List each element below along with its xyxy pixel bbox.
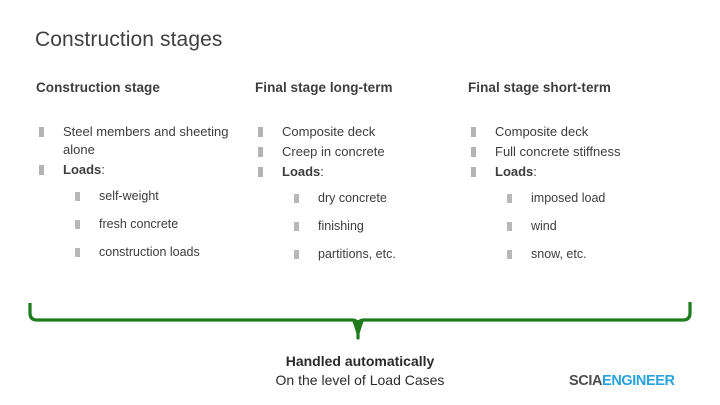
sub-list-item-label: construction loads — [99, 245, 200, 259]
sub-list-item: snow, etc. — [502, 246, 698, 263]
list-item: Full concrete stiffness — [468, 143, 698, 161]
caption-line-1: Handled automatically — [285, 353, 435, 369]
bullet-square-icon — [294, 194, 299, 203]
logo-text-scia: SCIA — [569, 373, 603, 389]
sub-list-item-label: partitions, etc. — [318, 247, 396, 261]
bullet-square-icon — [507, 194, 512, 203]
sub-list-item: construction loads — [70, 244, 246, 261]
sub-list-item: dry concrete — [289, 190, 460, 207]
list-item: Composite deck — [255, 123, 460, 141]
list-item-label: Creep in concrete — [282, 144, 385, 159]
bullet-square-icon — [39, 127, 44, 137]
list-item: Composite deck — [468, 123, 698, 141]
sub-list-item-label: imposed load — [531, 191, 606, 205]
scia-engineer-logo: SCIAENGINEER — [569, 373, 675, 389]
caption-line-2: On the level of Load Cases — [275, 372, 445, 388]
bullet-square-icon — [75, 248, 80, 257]
bullet-square-icon — [507, 222, 512, 231]
loads-text: Loads — [282, 164, 321, 179]
sub-list-item-label: wind — [531, 219, 557, 233]
column-header: Final stage long-term — [255, 80, 393, 95]
loads-colon: : — [320, 164, 324, 179]
loads-text: Loads — [63, 162, 102, 177]
bullet-square-icon — [294, 222, 299, 231]
list-item-label: Composite deck — [495, 124, 589, 139]
bullet-square-icon — [471, 147, 476, 157]
column-final-stage-long-term: Final stage long-term Composite deck Cre… — [255, 80, 460, 274]
bullet-square-icon — [258, 147, 263, 157]
loads-colon: : — [533, 164, 537, 179]
column-final-stage-short-term: Final stage short-term Composite deck Fu… — [468, 80, 698, 274]
bullet-square-icon — [294, 250, 299, 259]
sub-list-item: wind — [502, 218, 698, 235]
column-construction-stage: Construction stage Steel members and she… — [36, 80, 246, 272]
page-title: Construction stages — [35, 28, 223, 51]
sub-bullet-list: self-weight fresh concrete construction … — [70, 188, 246, 261]
bullet-list: Steel members and sheeting alone Loads: … — [36, 123, 246, 261]
loads-colon: : — [101, 162, 105, 177]
bullet-list: Composite deck Full concrete stiffness L… — [468, 123, 698, 263]
bullet-square-icon — [471, 127, 476, 137]
caption-block: Handled automatically On the level of Lo… — [0, 352, 720, 390]
loads-text: Loads — [495, 164, 534, 179]
sub-list-item: fresh concrete — [70, 216, 246, 233]
list-item-loads: Loads: dry concrete finishing — [255, 163, 460, 263]
sub-list-item-label: finishing — [318, 219, 364, 233]
bullet-square-icon — [258, 167, 263, 177]
list-item-label: Full concrete stiffness — [495, 144, 621, 159]
bullet-square-icon — [507, 250, 512, 259]
list-item-label: Composite deck — [282, 124, 376, 139]
bullet-square-icon — [471, 167, 476, 177]
sub-list-item: finishing — [289, 218, 460, 235]
bullet-square-icon — [39, 165, 44, 175]
sub-list-item-label: fresh concrete — [99, 217, 179, 231]
sub-list-item: partitions, etc. — [289, 246, 460, 263]
list-item-loads: Loads: self-weight fresh concrete — [36, 161, 246, 261]
sub-list-item-label: dry concrete — [318, 191, 387, 205]
list-item-label: Steel members and sheeting alone — [63, 124, 229, 157]
sub-bullet-list: dry concrete finishing partitions, etc. — [289, 190, 460, 263]
column-header: Final stage short-term — [468, 80, 611, 95]
list-item-loads: Loads: imposed load wind sno — [468, 163, 698, 263]
bullet-square-icon — [75, 192, 80, 201]
sublist-wrapper: imposed load wind snow, etc. — [502, 190, 698, 263]
sub-list-item-label: snow, etc. — [531, 247, 587, 261]
bullet-square-icon — [258, 127, 263, 137]
sub-bullet-list: imposed load wind snow, etc. — [502, 190, 698, 263]
list-item-label: Loads: — [63, 162, 105, 177]
bullet-list: Composite deck Creep in concrete Loads: … — [255, 123, 460, 263]
sub-list-item-label: self-weight — [99, 189, 159, 203]
list-item: Creep in concrete — [255, 143, 460, 161]
sub-list-item: self-weight — [70, 188, 246, 205]
column-header: Construction stage — [36, 80, 160, 95]
logo-text-engineer: ENGINEER — [602, 373, 675, 389]
list-item: Steel members and sheeting alone — [36, 123, 246, 159]
list-item-label: Loads: — [282, 164, 324, 179]
green-brace-icon — [28, 302, 692, 340]
sublist-wrapper: dry concrete finishing partitions, etc. — [289, 190, 460, 263]
sublist-wrapper: self-weight fresh concrete construction … — [70, 188, 246, 261]
list-item-label: Loads: — [495, 164, 537, 179]
sub-list-item: imposed load — [502, 190, 698, 207]
bullet-square-icon — [75, 220, 80, 229]
